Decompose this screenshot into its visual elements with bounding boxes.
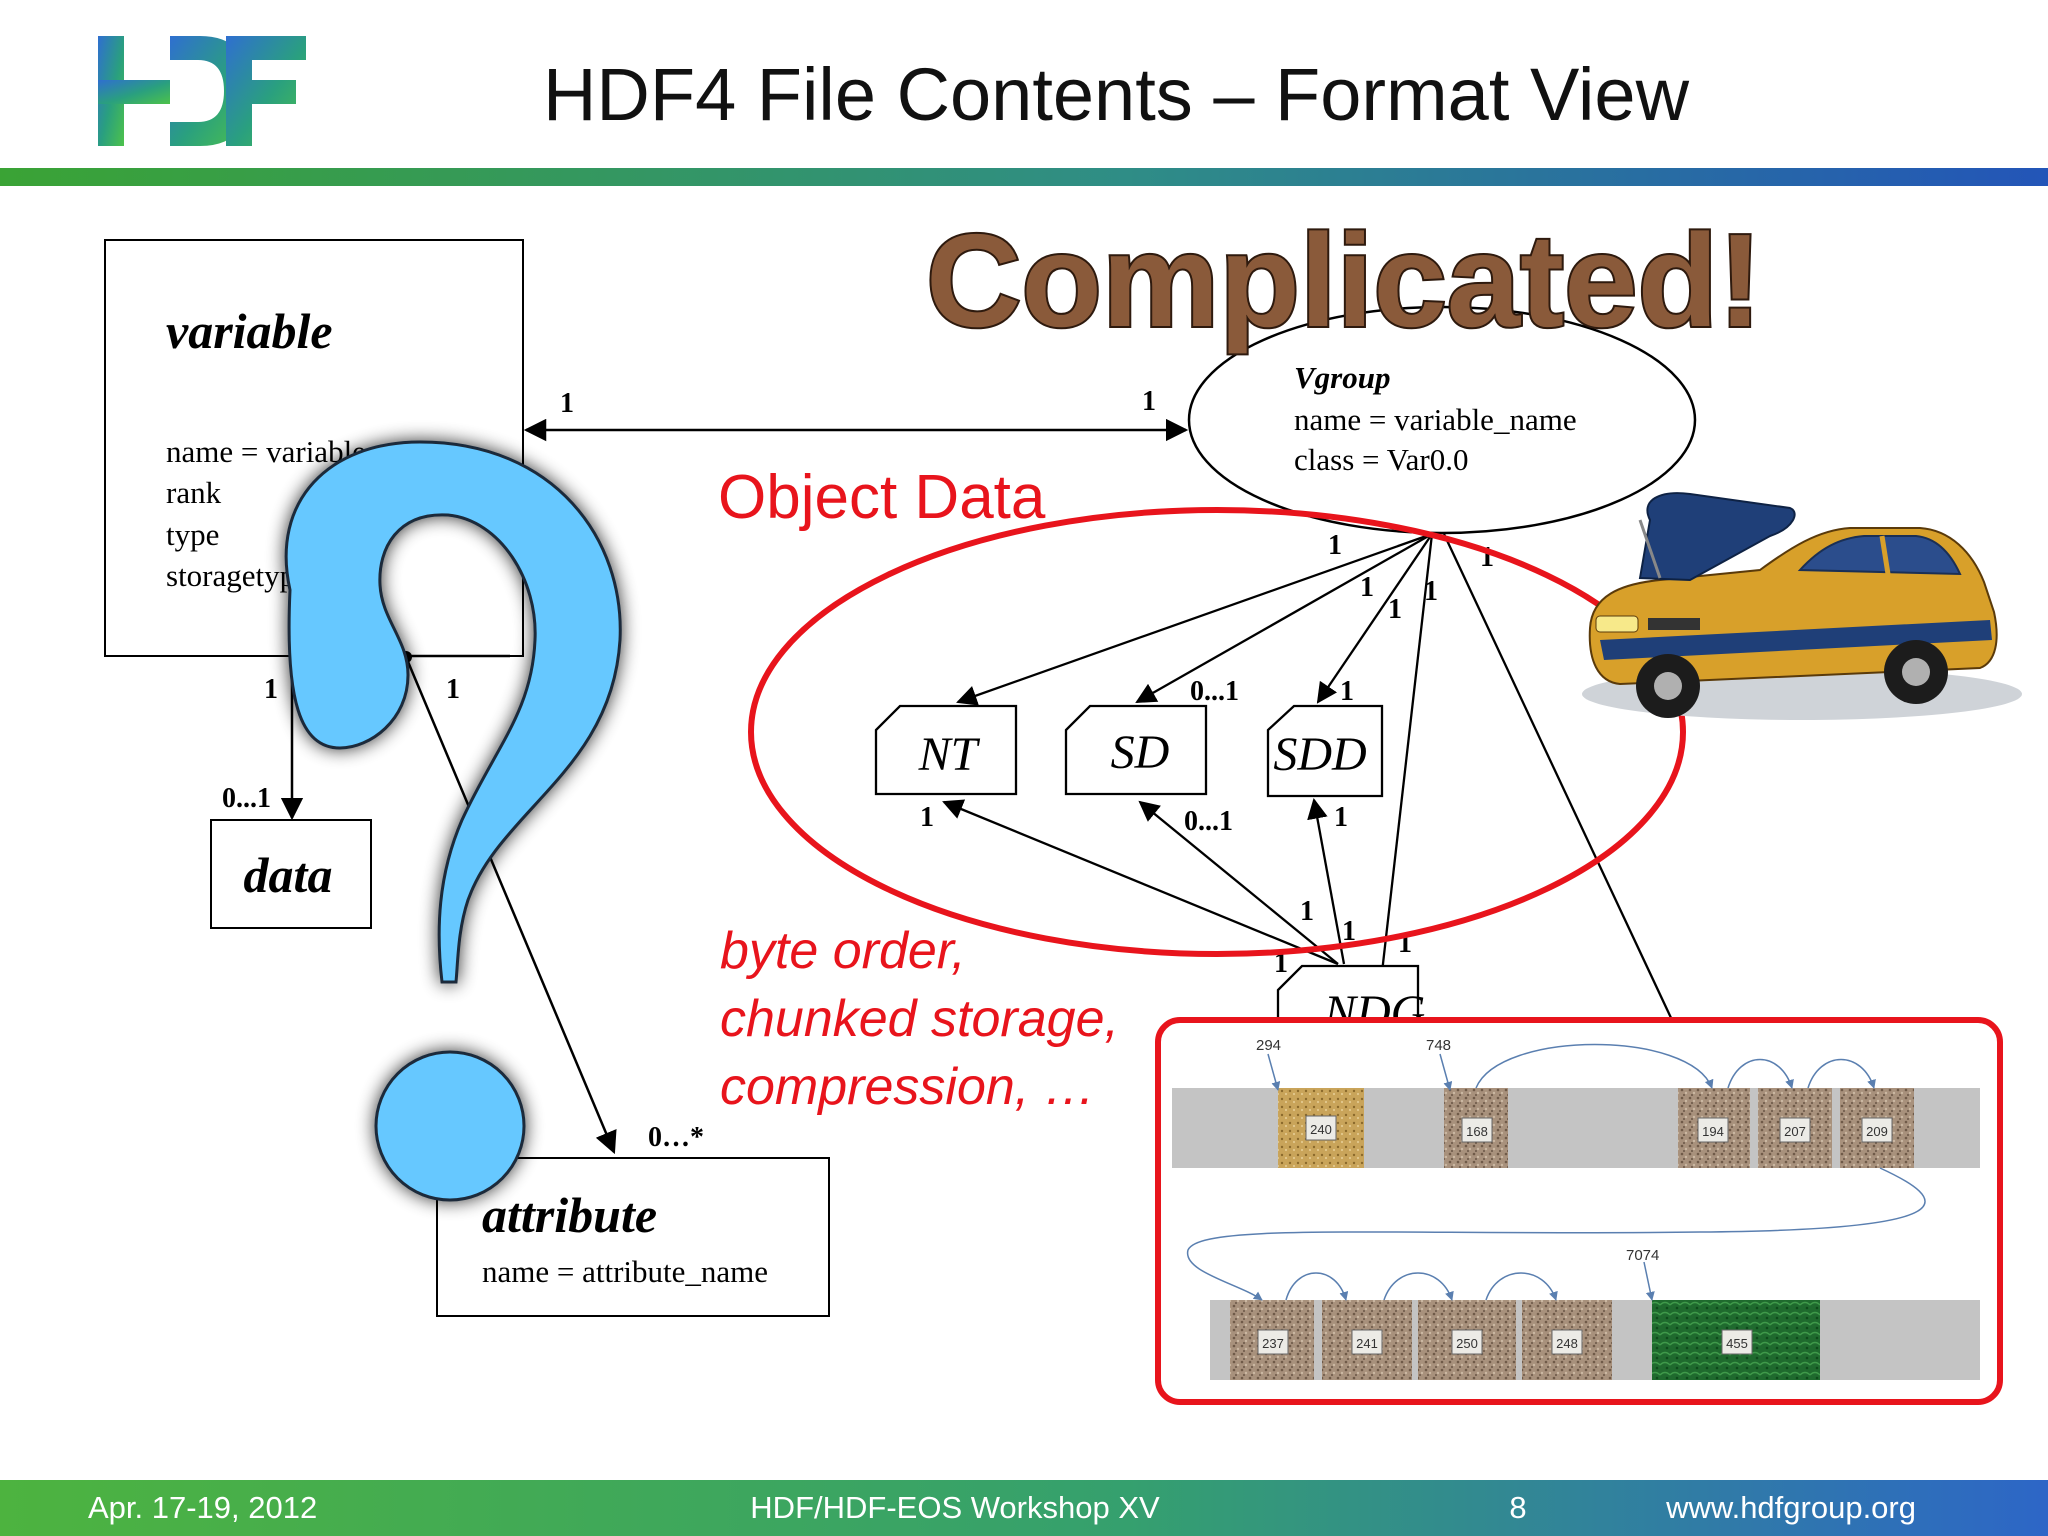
multiplicity-label: 0...1 bbox=[1190, 676, 1239, 707]
storage-block: 168 bbox=[1466, 1124, 1488, 1139]
format-note: compression, … bbox=[720, 1058, 1096, 1116]
storage-offset: 7074 bbox=[1626, 1247, 1659, 1264]
multiplicity-label: 1 bbox=[1300, 896, 1314, 927]
multiplicity-label: 0...1 bbox=[222, 783, 271, 814]
nt-node bbox=[874, 704, 1018, 796]
sd-node bbox=[1064, 704, 1208, 796]
storage-block: 237 bbox=[1262, 1336, 1284, 1351]
ndg-links bbox=[942, 797, 1346, 966]
storage-offset: 748 bbox=[1426, 1037, 1451, 1054]
storage-layout-figure bbox=[1155, 1017, 2003, 1405]
object-data-outline bbox=[748, 507, 1686, 957]
data-box bbox=[210, 819, 372, 929]
multiplicity-label: 1 bbox=[1142, 386, 1156, 417]
sdd-label: SDD bbox=[1273, 728, 1366, 781]
storage-block: 240 bbox=[1310, 1122, 1332, 1137]
multiplicity-label: 1 bbox=[1342, 916, 1356, 947]
multiplicity-label: 0…* bbox=[648, 1122, 704, 1153]
vgroup-title: Vgroup bbox=[1294, 360, 1390, 395]
multiplicity-label: 1 bbox=[560, 388, 574, 419]
attribute-field: name = attribute_name bbox=[482, 1254, 768, 1289]
multiplicity-label: 1 bbox=[1360, 572, 1374, 603]
vgroup-node bbox=[1187, 305, 1697, 535]
storage-offset: 294 bbox=[1256, 1037, 1281, 1054]
page-number: 8 bbox=[1509, 1490, 1526, 1525]
multiplicity-label: 1 bbox=[1340, 676, 1354, 707]
nt-label: NT bbox=[918, 728, 981, 781]
question-mark-icon bbox=[284, 440, 622, 1202]
hdf-logo bbox=[98, 36, 306, 146]
object-data-label: Object Data bbox=[718, 463, 1046, 532]
storage-block: 241 bbox=[1356, 1336, 1378, 1351]
storage-block: 194 bbox=[1702, 1124, 1724, 1139]
multiplicity-label: 1 bbox=[264, 674, 278, 705]
attribute-title: attribute bbox=[482, 1187, 657, 1243]
format-note: byte order, bbox=[720, 922, 966, 980]
footer-url: www.hdfgroup.org bbox=[1665, 1490, 1916, 1525]
storage-block: 207 bbox=[1784, 1124, 1806, 1139]
vgroup-field: class = Var0.0 bbox=[1294, 442, 1468, 477]
storage-block: 250 bbox=[1456, 1336, 1478, 1351]
sdd-node bbox=[1266, 704, 1384, 798]
footer-bar bbox=[0, 1480, 2048, 1536]
multiplicity-label: 1 bbox=[1424, 576, 1438, 607]
multiplicity-label: 1 bbox=[1334, 802, 1348, 833]
variable-title: variable bbox=[166, 303, 333, 359]
sd-label: SD bbox=[1111, 726, 1170, 779]
footer-date: Apr. 17-19, 2012 bbox=[88, 1490, 317, 1525]
complicated-heading: Complicated! bbox=[926, 207, 1762, 354]
multiplicity-label: 1 bbox=[446, 674, 460, 705]
multiplicity-label: 0...1 bbox=[1184, 806, 1233, 837]
storage-block: 455 bbox=[1726, 1336, 1748, 1351]
vgroup-links bbox=[956, 532, 1674, 1021]
variable-field: rank bbox=[166, 475, 222, 510]
slide-title: HDF4 File Contents – Format View bbox=[543, 53, 1690, 136]
format-note: chunked storage, bbox=[720, 990, 1119, 1048]
variable-attribute-link bbox=[404, 656, 617, 1155]
data-title: data bbox=[244, 847, 333, 903]
multiplicity-label: 1 bbox=[1328, 530, 1342, 561]
multiplicity-label: 1 bbox=[1274, 948, 1288, 979]
storage-block: 248 bbox=[1556, 1336, 1578, 1351]
multiplicity-label: 1 bbox=[1388, 594, 1402, 625]
attribute-box bbox=[436, 1157, 830, 1317]
header-divider bbox=[0, 168, 2048, 186]
car-hood-open-icon bbox=[1582, 492, 2022, 720]
variable-field: type bbox=[166, 517, 219, 552]
storage-block: 209 bbox=[1866, 1124, 1888, 1139]
multiplicity-label: 1 bbox=[920, 802, 934, 833]
footer-event: HDF/HDF-EOS Workshop XV bbox=[750, 1490, 1160, 1525]
vgroup-field: name = variable_name bbox=[1294, 402, 1577, 437]
